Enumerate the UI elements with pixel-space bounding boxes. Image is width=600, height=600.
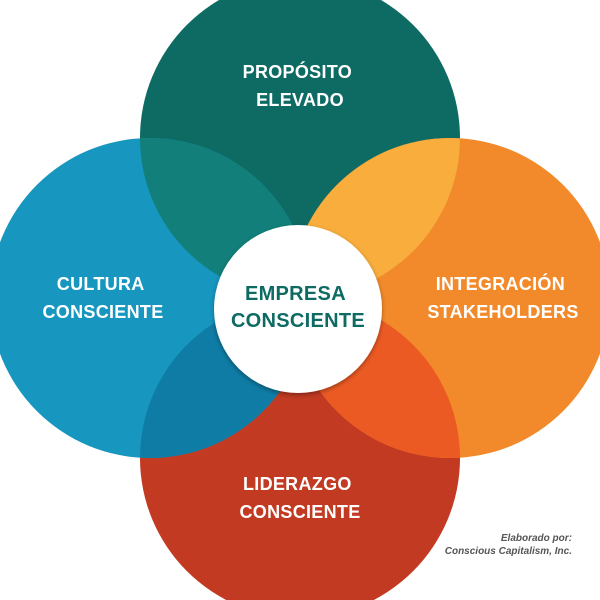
- label-top-line-2: ELEVADO: [256, 90, 344, 110]
- label-right: INTEGRACIÓN STAKEHOLDERS: [427, 273, 578, 322]
- label-bottom: LIDERAZGO CONSCIENTE: [239, 474, 360, 522]
- label-left-line-1: CULTURA: [57, 274, 144, 294]
- label-right-line-2: STAKEHOLDERS: [427, 302, 578, 322]
- label-right-line-1: INTEGRACIÓN: [436, 273, 565, 294]
- label-left-line-2: CONSCIENTE: [42, 302, 163, 322]
- overlap-top-right: [290, 138, 460, 298]
- label-bottom-line-1: LIDERAZGO: [243, 474, 352, 494]
- credit-line-2: Conscious Capitalism, Inc.: [444, 546, 572, 557]
- overlap-bottom-left: [140, 298, 310, 458]
- label-top: PROPÓSITO ELEVADO: [243, 61, 358, 110]
- center-label: EMPRESA CONSCIENTE: [231, 283, 365, 332]
- label-top-line-1: PROPÓSITO: [243, 61, 352, 82]
- label-bottom-line-2: CONSCIENTE: [239, 502, 360, 522]
- center-circle: [214, 225, 382, 393]
- label-left: CULTURA CONSCIENTE: [42, 274, 163, 322]
- overlap-top-left: [140, 138, 310, 298]
- credit-line-1: Elaborado por:: [500, 533, 572, 544]
- overlap-bottom-right: [290, 298, 460, 458]
- center-label-line-1: EMPRESA: [245, 283, 345, 305]
- credit: Elaborado por: Conscious Capitalism, Inc…: [445, 532, 572, 558]
- center-label-line-2: CONSCIENTE: [231, 310, 365, 332]
